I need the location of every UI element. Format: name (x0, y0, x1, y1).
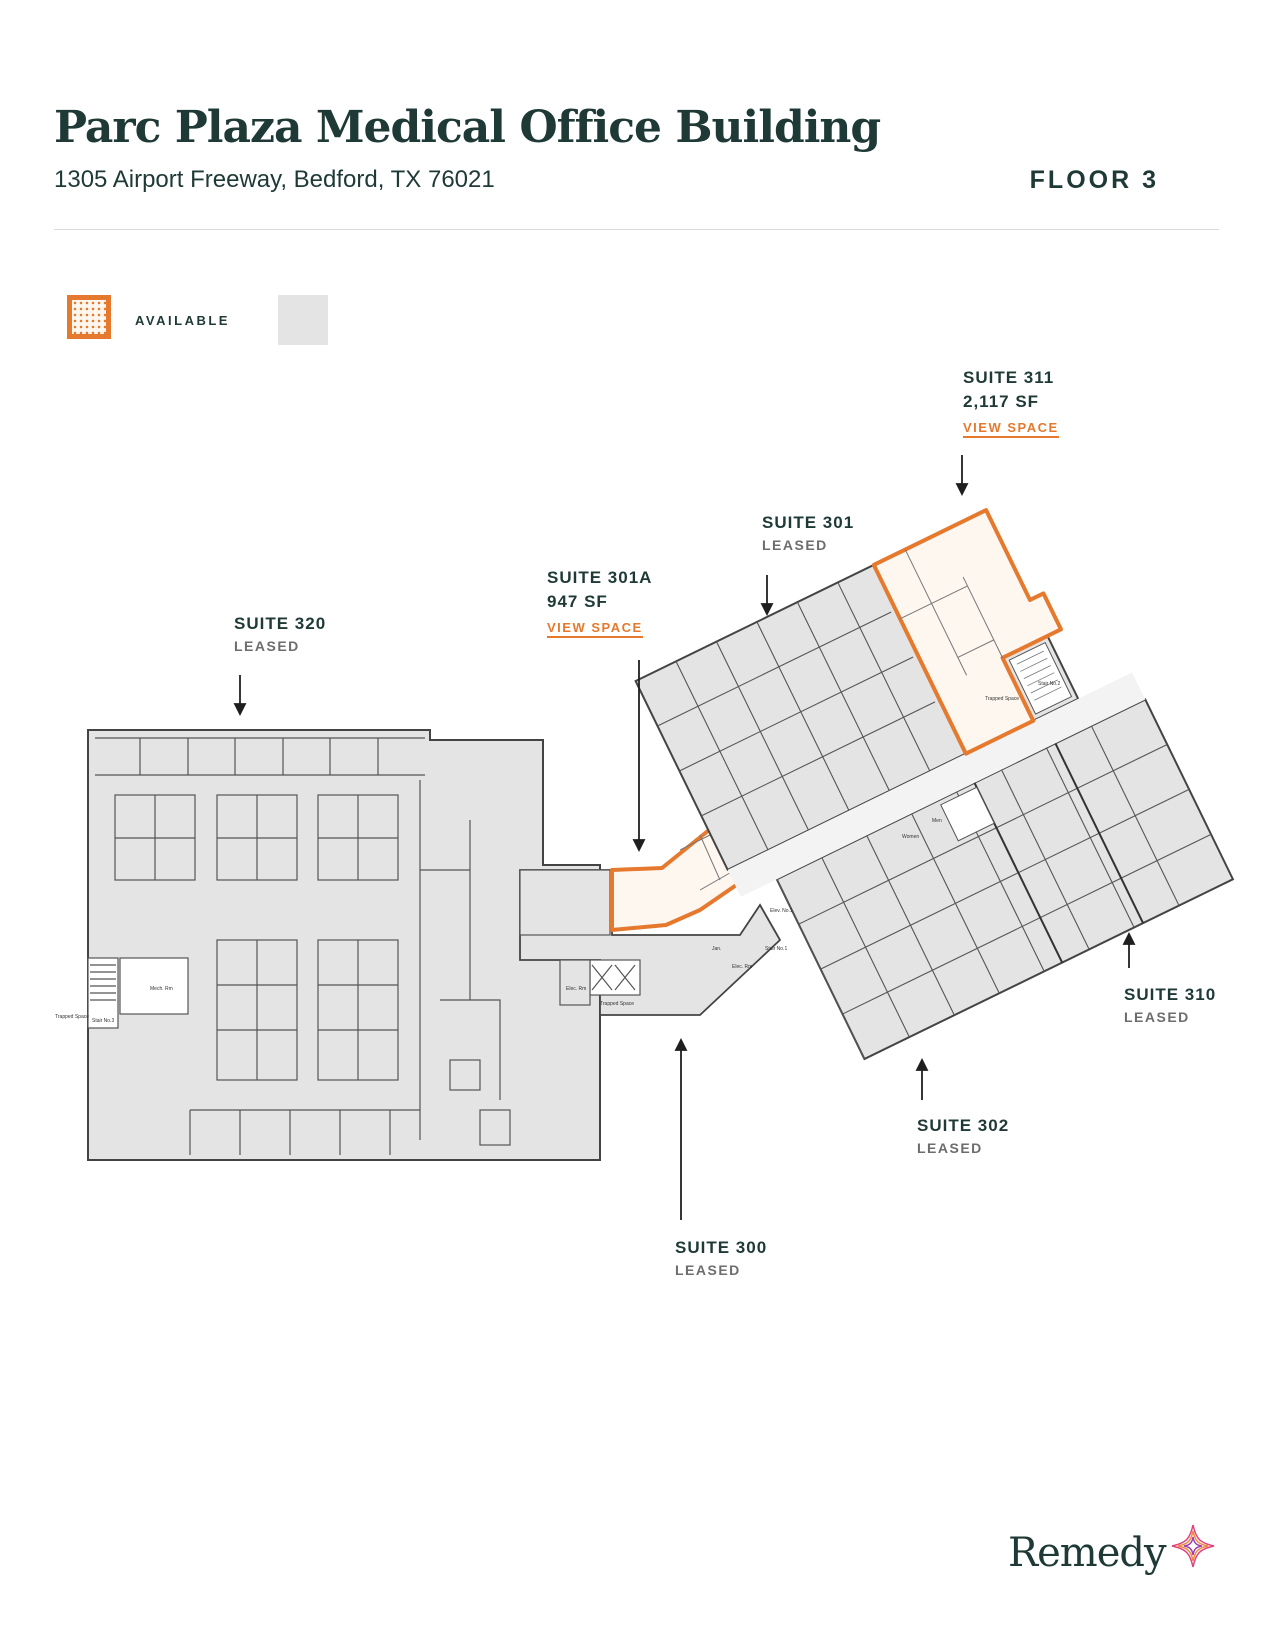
suite-301a-callout: SUITE 301A 947 SF VIEW SPACE (547, 566, 652, 638)
room-label-elec2: Elec. Rm (732, 964, 752, 970)
arrow-suite-301 (760, 603, 774, 617)
suite-301-callout: SUITE 301 LEASED (762, 511, 854, 555)
room-label-stair1: Stair No.1 (765, 946, 787, 952)
suite-310-name: SUITE 310 (1124, 985, 1217, 1004)
arrow-suite-311 (955, 483, 969, 497)
suite-320-callout: SUITE 320 LEASED (234, 612, 326, 656)
page-title: Parc Plaza Medical Office Building (54, 102, 881, 153)
brand-logo: Remedy (1008, 1524, 1218, 1576)
room-label-men: Men (932, 818, 942, 824)
suite-302-name: SUITE 302 (917, 1116, 1010, 1135)
arrow-suite-310 (1122, 931, 1136, 945)
suite-302-status: LEASED (917, 1140, 983, 1156)
suite-320-status: LEASED (234, 638, 300, 654)
header-divider (54, 229, 1219, 230)
suite-300-name: SUITE 300 (675, 1238, 768, 1257)
suite-301-name: SUITE 301 (762, 513, 855, 532)
west-wing (87, 729, 601, 1161)
suite-302-callout: SUITE 302 LEASED (917, 1114, 1009, 1158)
suite-311-size: 2,117 SF (963, 392, 1040, 411)
room-label-stair2: Stair No.2 (1038, 681, 1060, 687)
suite-320-name: SUITE 320 (234, 614, 327, 633)
room-label-stair3: Stair No.3 (92, 1018, 114, 1024)
legend-available-swatch (67, 295, 111, 339)
connector (519, 869, 782, 1016)
arrow-suite-300 (674, 1037, 688, 1051)
room-label-elev: Elev. No.1 (770, 908, 793, 914)
room-label-trapped-mid: Trapped Space (600, 1001, 634, 1007)
room-label-jan: Jan. (712, 946, 721, 952)
arrow-suite-302 (915, 1057, 929, 1071)
pointer-arrows (233, 455, 1136, 1220)
suite-310-status: LEASED (1124, 1009, 1190, 1025)
suite-300-callout: SUITE 300 LEASED (675, 1236, 767, 1280)
arrow-suite-301a (632, 839, 646, 853)
suite-300-status: LEASED (675, 1262, 741, 1278)
legend-available-label: AVAILABLE (135, 313, 230, 328)
suite-311-view-space-link[interactable]: VIEW SPACE (963, 420, 1059, 438)
suite-301a-view-space-link[interactable]: VIEW SPACE (547, 620, 643, 638)
floor-label: FLOOR 3 (1029, 166, 1159, 194)
room-label-mech: Mech. Rm (150, 986, 173, 992)
suite-301a-name: SUITE 301A (547, 568, 653, 587)
building-address: 1305 Airport Freeway, Bedford, TX 76021 (54, 166, 495, 193)
room-label-trapped-left: Trapped Space (55, 1014, 89, 1020)
room-label-women: Women (902, 834, 919, 840)
suite-311-name: SUITE 311 (963, 368, 1055, 387)
room-label-elec: Elec. Rm (566, 986, 586, 992)
east-wing (634, 508, 1235, 1061)
brand-wordmark: Remedy (1008, 1530, 1167, 1576)
arrow-suite-320 (233, 703, 247, 717)
suite-310-callout: SUITE 310 LEASED (1124, 983, 1216, 1027)
brand-star-icon (1171, 1524, 1214, 1568)
legend-leased-swatch (278, 295, 328, 345)
suite-311-callout: SUITE 311 2,117 SF VIEW SPACE (963, 366, 1059, 438)
room-label-trapped-top: Trapped Space (985, 696, 1019, 702)
suite-301-status: LEASED (762, 537, 828, 553)
suite-301a-size: 947 SF (547, 592, 608, 611)
